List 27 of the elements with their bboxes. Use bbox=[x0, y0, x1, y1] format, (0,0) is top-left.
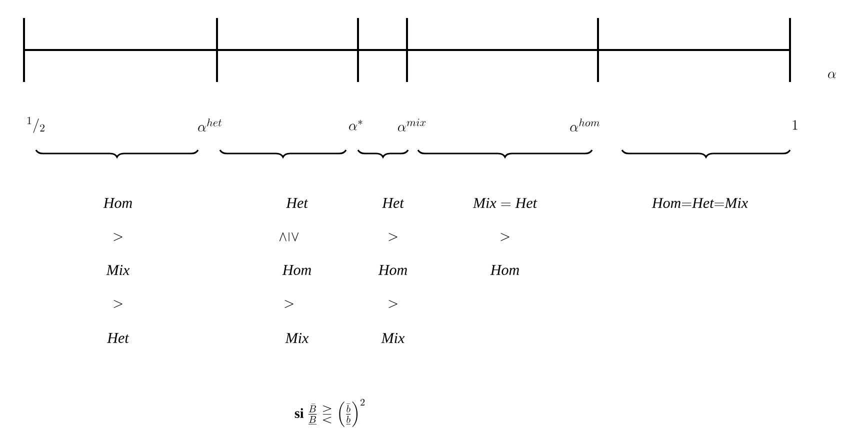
tick-label: ${}^{1}/_{2}$ bbox=[27, 116, 44, 133]
relation-symbol: $>$ bbox=[114, 233, 122, 241]
axis-label: $\alpha$ bbox=[828, 72, 836, 78]
condition-formula: $\mathbf{si}\ \frac{\bar{B}}{\underline{B}} \gtreqless \left(\frac{\bar{b}}{\underline{b}}\right)^{2}$ bbox=[294, 398, 365, 427]
relation-symbol: $>$ bbox=[388, 233, 398, 241]
ranking-label: $\mathit{Mix}$ bbox=[106, 265, 130, 275]
ranking-label: $\mathit{Mix}$ bbox=[285, 333, 309, 343]
ranking-label: $\mathit{Het}$ bbox=[382, 198, 404, 208]
relation-symbol: $>$ bbox=[388, 300, 398, 308]
tick-label: $\alpha^{mix}$ bbox=[398, 118, 426, 132]
relation-symbol: $\gtreqless$ bbox=[279, 232, 299, 242]
ranking-label: $\mathit{Mix}$ bbox=[381, 333, 405, 343]
tick-label: $\alpha^{het}$ bbox=[198, 118, 222, 132]
relation-symbol: $>$ bbox=[114, 300, 122, 308]
ranking-label: $\mathit{Hom}$ bbox=[378, 265, 407, 275]
ranking-label: $\mathit{Het}$ bbox=[107, 333, 130, 343]
ranking-label: $\mathit{Hom}$ bbox=[490, 265, 519, 275]
ranking-label: $\mathit{Hom}{=}\mathit{Het}{=}\mathit{Mix}$ bbox=[652, 198, 748, 208]
relation-symbol: $>$ bbox=[284, 300, 294, 308]
tick-label: $\alpha^{hom}$ bbox=[570, 118, 600, 132]
ranking-label: $\mathit{Het}$ bbox=[286, 198, 308, 208]
ranking-label: $\mathit{Hom}$ bbox=[103, 198, 132, 208]
ranking-label: $\mathit{Mix} = \mathit{Het}$ bbox=[472, 198, 538, 208]
relation-symbol: $>$ bbox=[500, 233, 510, 241]
ranking-label: $\mathit{Hom}$ bbox=[282, 265, 311, 275]
tick-label: $\alpha^{*}$ bbox=[349, 120, 362, 130]
tick-label: $1$ bbox=[792, 120, 798, 130]
